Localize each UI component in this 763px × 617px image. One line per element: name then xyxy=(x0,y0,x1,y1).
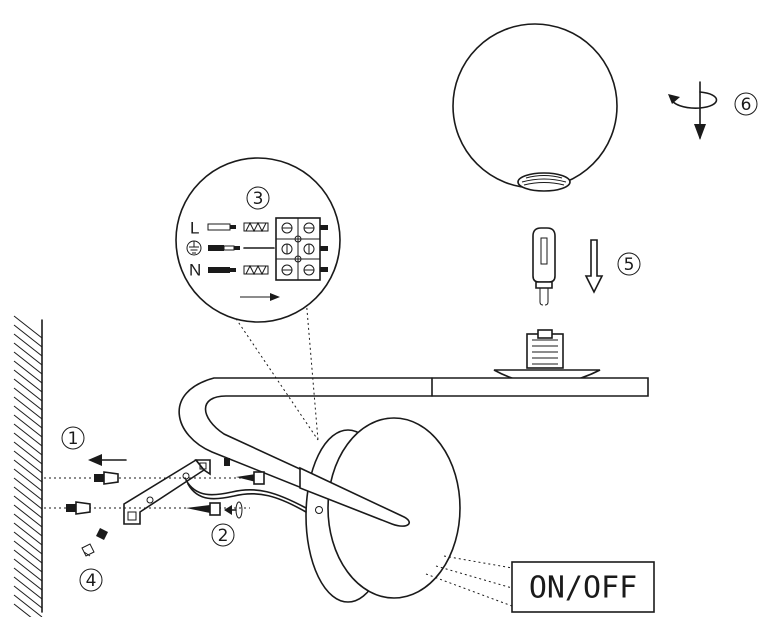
wall-plug-upper xyxy=(94,471,119,485)
switch-callout: ON/OFF xyxy=(425,555,655,613)
lamp-arm-front xyxy=(299,466,411,527)
wall xyxy=(13,315,43,617)
earth-wire xyxy=(208,245,275,251)
wiring-detail-callout xyxy=(175,157,341,441)
supply-wire-2 xyxy=(187,483,307,513)
step-1-number: 1 xyxy=(68,429,79,449)
earth-ground-icon xyxy=(186,240,202,256)
step-5-number: 5 xyxy=(624,255,635,275)
wall-plug-lower xyxy=(66,501,91,515)
step-2-number: 2 xyxy=(218,526,229,546)
rotate-down-arrow-icon xyxy=(668,81,718,140)
step-4-badge: 4 xyxy=(79,568,103,592)
screw-lower xyxy=(186,502,221,516)
live-label: L xyxy=(190,219,199,238)
on-off-label: ON/OFF xyxy=(529,571,637,606)
step-2-badge: 2 xyxy=(211,523,235,547)
step-1-badge: 1 xyxy=(61,426,85,450)
glass-globe xyxy=(452,23,618,192)
screw-small xyxy=(224,458,230,466)
down-arrow-icon xyxy=(584,239,604,294)
right-arrow-icon xyxy=(240,293,280,301)
step-6-number: 6 xyxy=(741,95,752,115)
step-4-number: 4 xyxy=(86,571,97,591)
cap-screw-icon xyxy=(81,528,108,557)
terminal-block xyxy=(275,217,328,281)
step-3-badge: 3 xyxy=(246,186,270,210)
neutral-label: N xyxy=(189,261,201,280)
step-6-badge: 6 xyxy=(734,92,758,116)
supply-wire xyxy=(185,479,307,509)
wall-canopy xyxy=(305,417,461,603)
step-5-badge: 5 xyxy=(617,252,641,276)
screw-upper xyxy=(236,471,265,485)
step-3-number: 3 xyxy=(253,189,264,209)
live-wire xyxy=(207,221,269,233)
lamp-holder xyxy=(493,329,601,385)
left-arrow-icon xyxy=(88,454,127,466)
neutral-wire xyxy=(208,264,269,276)
rotate-screw-icon xyxy=(224,501,243,519)
g9-bulb xyxy=(532,227,556,306)
